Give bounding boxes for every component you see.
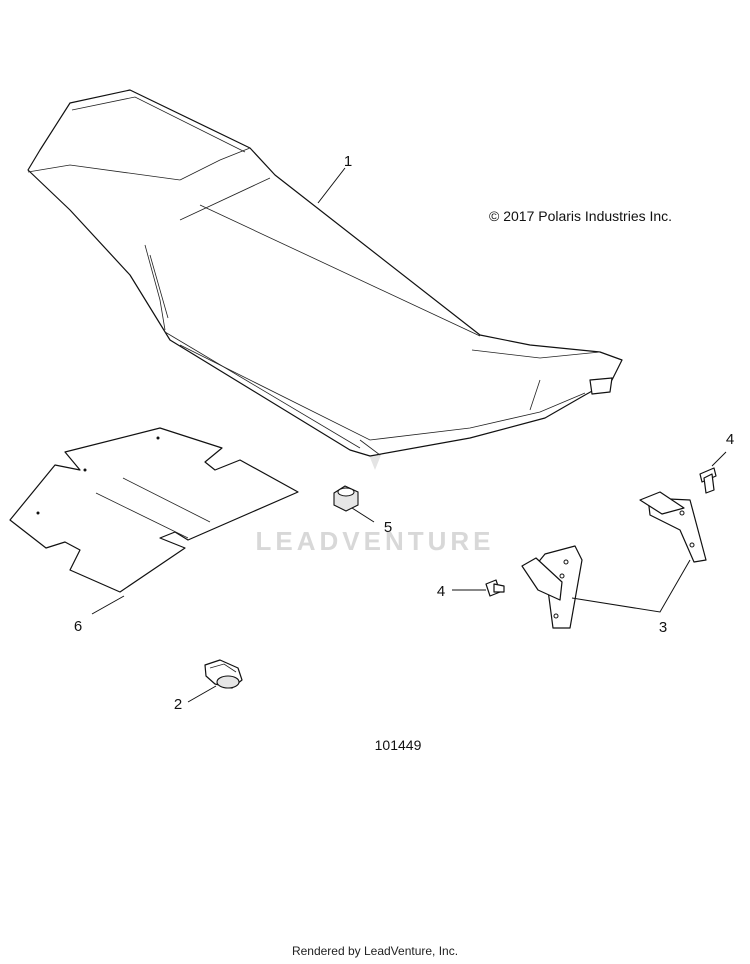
leader-6 [91, 595, 125, 615]
callout-4-lower: 4 [437, 583, 445, 600]
callout-1: 1 [344, 153, 352, 170]
leader-3 [571, 559, 691, 613]
callout-2: 2 [174, 696, 182, 713]
callout-6: 6 [74, 618, 82, 635]
screw-icon [485, 579, 505, 597]
callout-4-upper: 4 [726, 431, 734, 448]
callout-5: 5 [384, 519, 392, 536]
copyright-text: © 2017 Polaris Industries Inc. [489, 208, 672, 224]
pad-icon [9, 427, 299, 593]
leader-2 [187, 685, 217, 703]
figure-number: 101449 [375, 737, 422, 753]
leader-4b [711, 451, 727, 467]
leader-1 [317, 167, 346, 204]
bumper-icon [333, 485, 359, 512]
leader-5 [351, 507, 375, 523]
watermark-text: LEADVENTURE [255, 526, 494, 556]
screw-icon [699, 467, 717, 494]
seat-icon [27, 89, 623, 457]
bracket-icon [521, 545, 583, 629]
bracket-icon [639, 491, 707, 563]
callout-3: 3 [659, 619, 667, 636]
footer-credit: Rendered by LeadVenture, Inc. [291, 944, 459, 958]
latch-knob-icon [204, 659, 243, 689]
